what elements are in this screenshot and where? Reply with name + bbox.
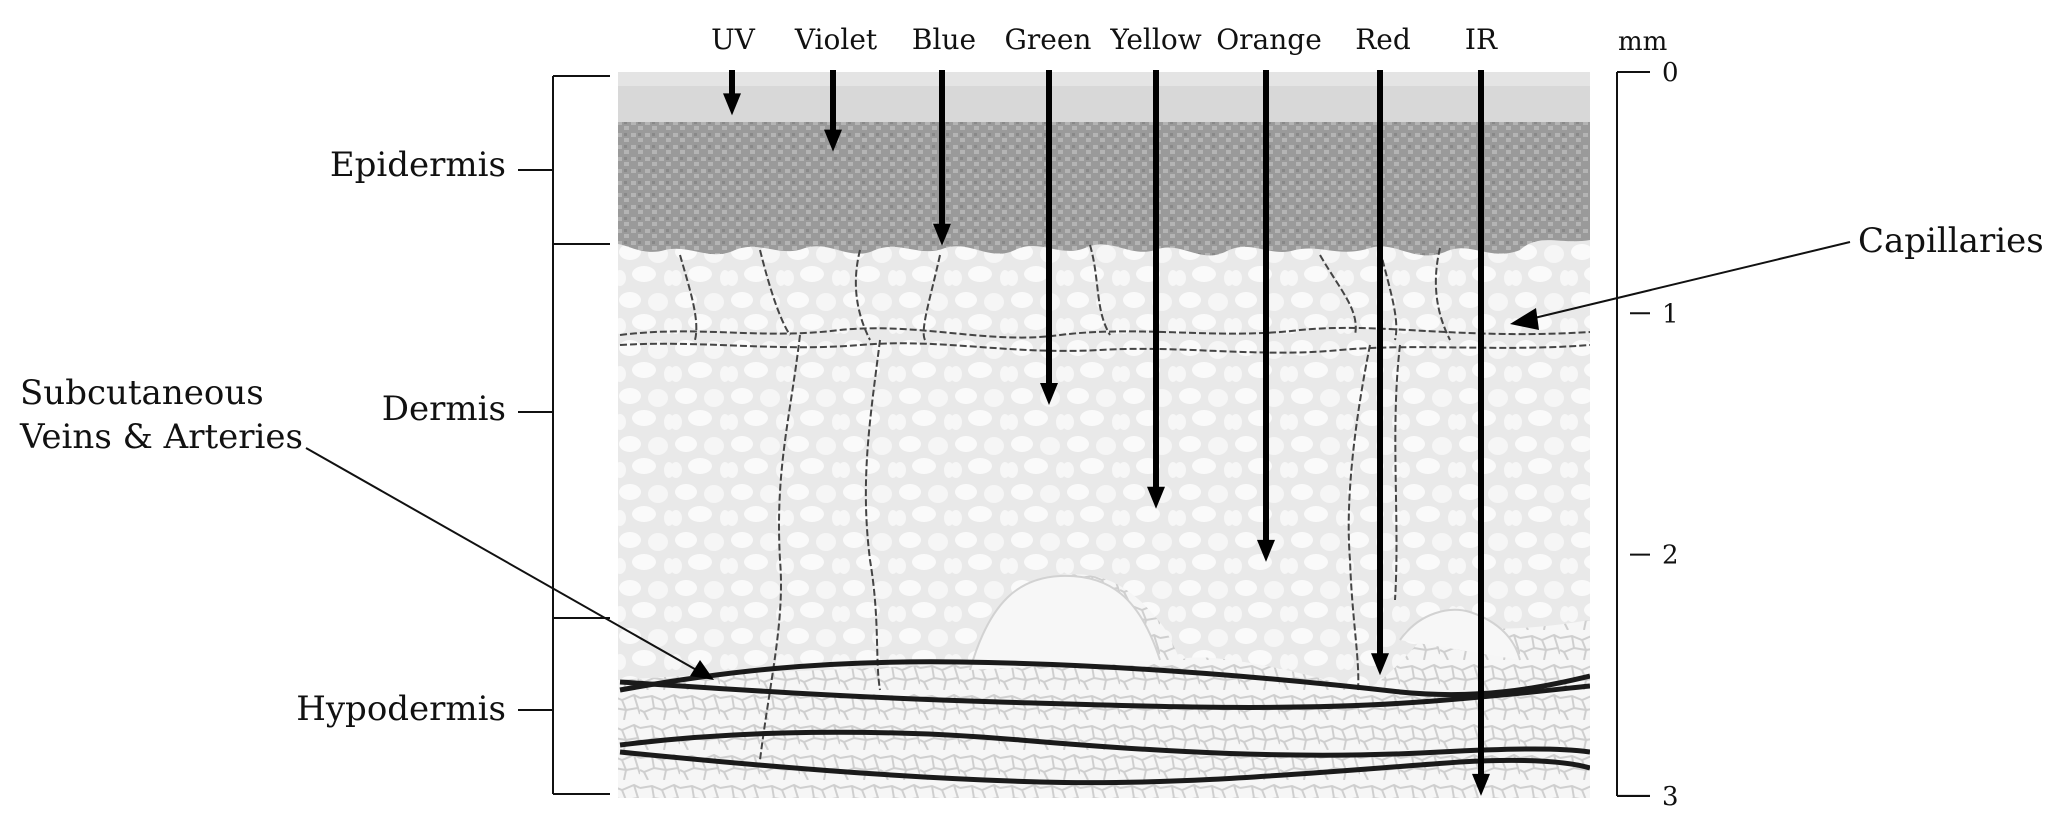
wavelength-label-uv: UV	[711, 23, 756, 56]
capillaries-pointer	[1525, 241, 1851, 321]
scale-unit: mm	[1618, 27, 1667, 57]
scale-ticks: 0 1 2 3	[1617, 58, 1679, 812]
wavelength-arrowhead-uv	[723, 93, 741, 116]
capillary-network	[619, 244, 1590, 761]
capillaries-label: Capillaries	[1858, 221, 2044, 261]
wavelength-label-green: Green	[1005, 23, 1092, 56]
wavelength-arrows: UV Violet Blue Green Yellow Orange Red IR	[711, 23, 1498, 796]
scale-tick-label-2: 2	[1662, 541, 1679, 571]
wavelength-arrowhead-yellow	[1147, 486, 1165, 509]
wavelength-arrowhead-blue	[933, 223, 951, 246]
layer-label-hypodermis: Hypodermis	[296, 689, 506, 729]
wavelength-label-orange: Orange	[1216, 23, 1322, 56]
veins-arrowhead	[690, 660, 714, 680]
wavelength-arrowhead-violet	[824, 129, 842, 152]
epidermis-region	[618, 120, 1590, 256]
veins-label-line1: Subcutaneous	[20, 373, 264, 413]
subcutaneous-vessels	[619, 659, 1590, 786]
wavelength-arrowhead-ir	[1472, 773, 1490, 796]
wavelength-arrowhead-green	[1040, 382, 1058, 405]
wavelength-label-blue: Blue	[912, 23, 976, 56]
skin-cross-section	[618, 72, 1590, 798]
scale-tick-label-1: 1	[1662, 299, 1679, 329]
scale-tick-label-0: 0	[1662, 58, 1679, 88]
layer-label-epidermis: Epidermis	[330, 145, 506, 185]
veins-pointer	[305, 447, 701, 673]
wavelength-arrowhead-orange	[1257, 539, 1275, 562]
wavelength-label-ir: IR	[1465, 23, 1498, 56]
wavelength-label-violet: Violet	[794, 23, 878, 56]
layer-label-dermis: Dermis	[382, 389, 506, 429]
wavelength-label-yellow: Yellow	[1109, 23, 1201, 56]
veins-label-line2: Veins & Arteries	[19, 417, 303, 457]
scale-tick-label-3: 3	[1662, 782, 1679, 812]
wavelength-arrowhead-red	[1371, 653, 1389, 676]
capillaries-arrowhead	[1510, 308, 1539, 330]
wavelength-label-red: Red	[1355, 23, 1411, 56]
dermis-upper	[618, 230, 1590, 670]
depth-scale	[1616, 71, 1650, 797]
layer-brackets	[518, 75, 610, 795]
